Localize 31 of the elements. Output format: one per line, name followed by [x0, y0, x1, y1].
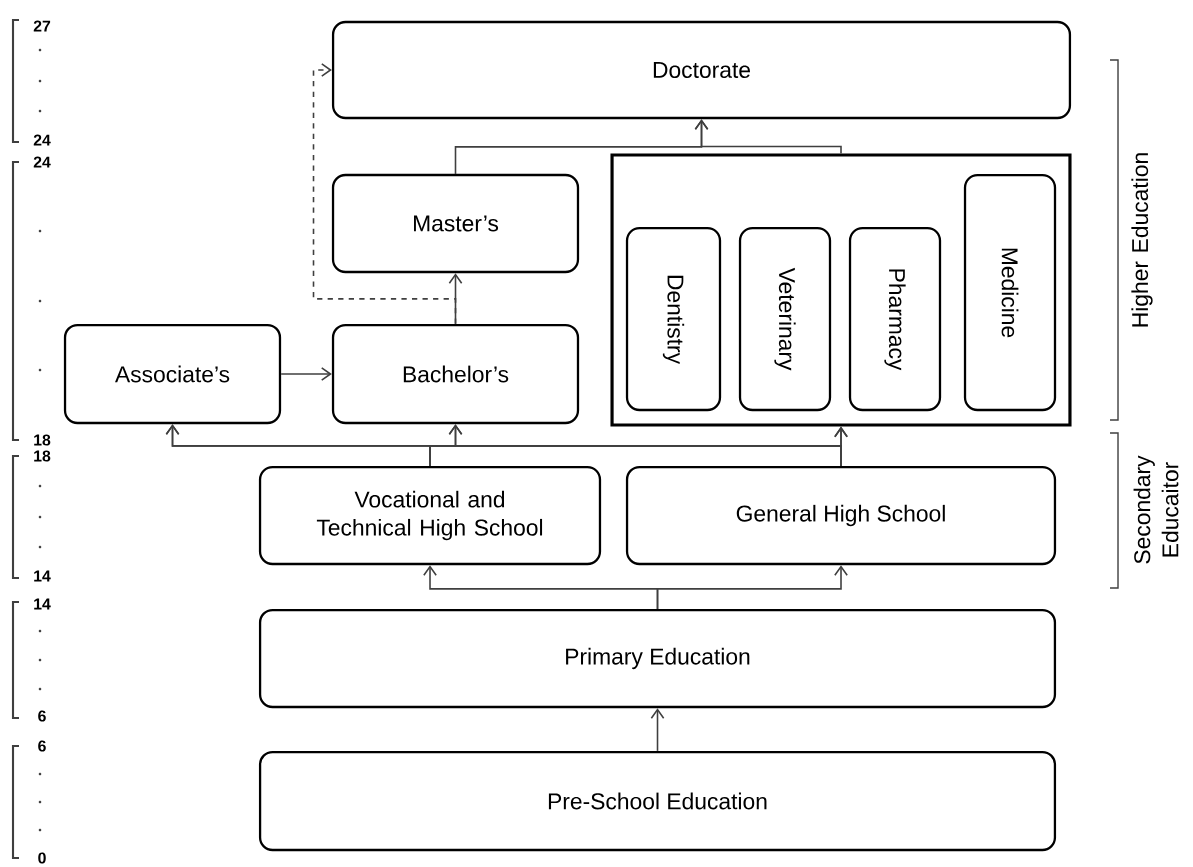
arrow: [312, 63, 457, 325]
group-box: [610, 153, 1072, 427]
age-label: 14: [34, 570, 51, 582]
rounded-box: Pre-School Education: [258, 750, 1057, 852]
age-label: 14: [34, 598, 51, 610]
age-label: 6: [38, 710, 46, 722]
arrow: [656, 565, 848, 610]
rounded-box: Primary Education: [258, 608, 1057, 709]
age-label: 18: [34, 450, 51, 462]
rounded-box: General High School: [625, 465, 1057, 566]
inner-box: Pharmacy: [848, 226, 942, 412]
age-label: 24: [33, 156, 51, 168]
rounded-box: Vocational and Technical High School: [258, 465, 602, 566]
arrow: [694, 119, 842, 155]
rounded-box: Master’s: [331, 173, 580, 274]
age-label: 6: [38, 740, 46, 752]
rounded-box: Doctorate: [331, 20, 1072, 120]
arrow: [280, 367, 332, 381]
inner-box: Veterinary: [738, 226, 832, 412]
inner-box: Dentistry: [625, 226, 722, 412]
arrow: [834, 426, 848, 467]
age-label: 27: [33, 20, 51, 32]
section-label: Secondary Educaitor: [1133, 455, 1179, 564]
section-label: Higher Education: [1131, 153, 1153, 327]
arrow: [650, 708, 665, 752]
inner-box: Medicine: [963, 173, 1057, 412]
rounded-box: Bachelor’s: [331, 323, 580, 425]
rounded-box: Associate’s: [63, 323, 282, 425]
age-label: 0: [38, 852, 46, 864]
age-label: 24: [33, 134, 51, 146]
age-label: 18: [34, 434, 51, 446]
